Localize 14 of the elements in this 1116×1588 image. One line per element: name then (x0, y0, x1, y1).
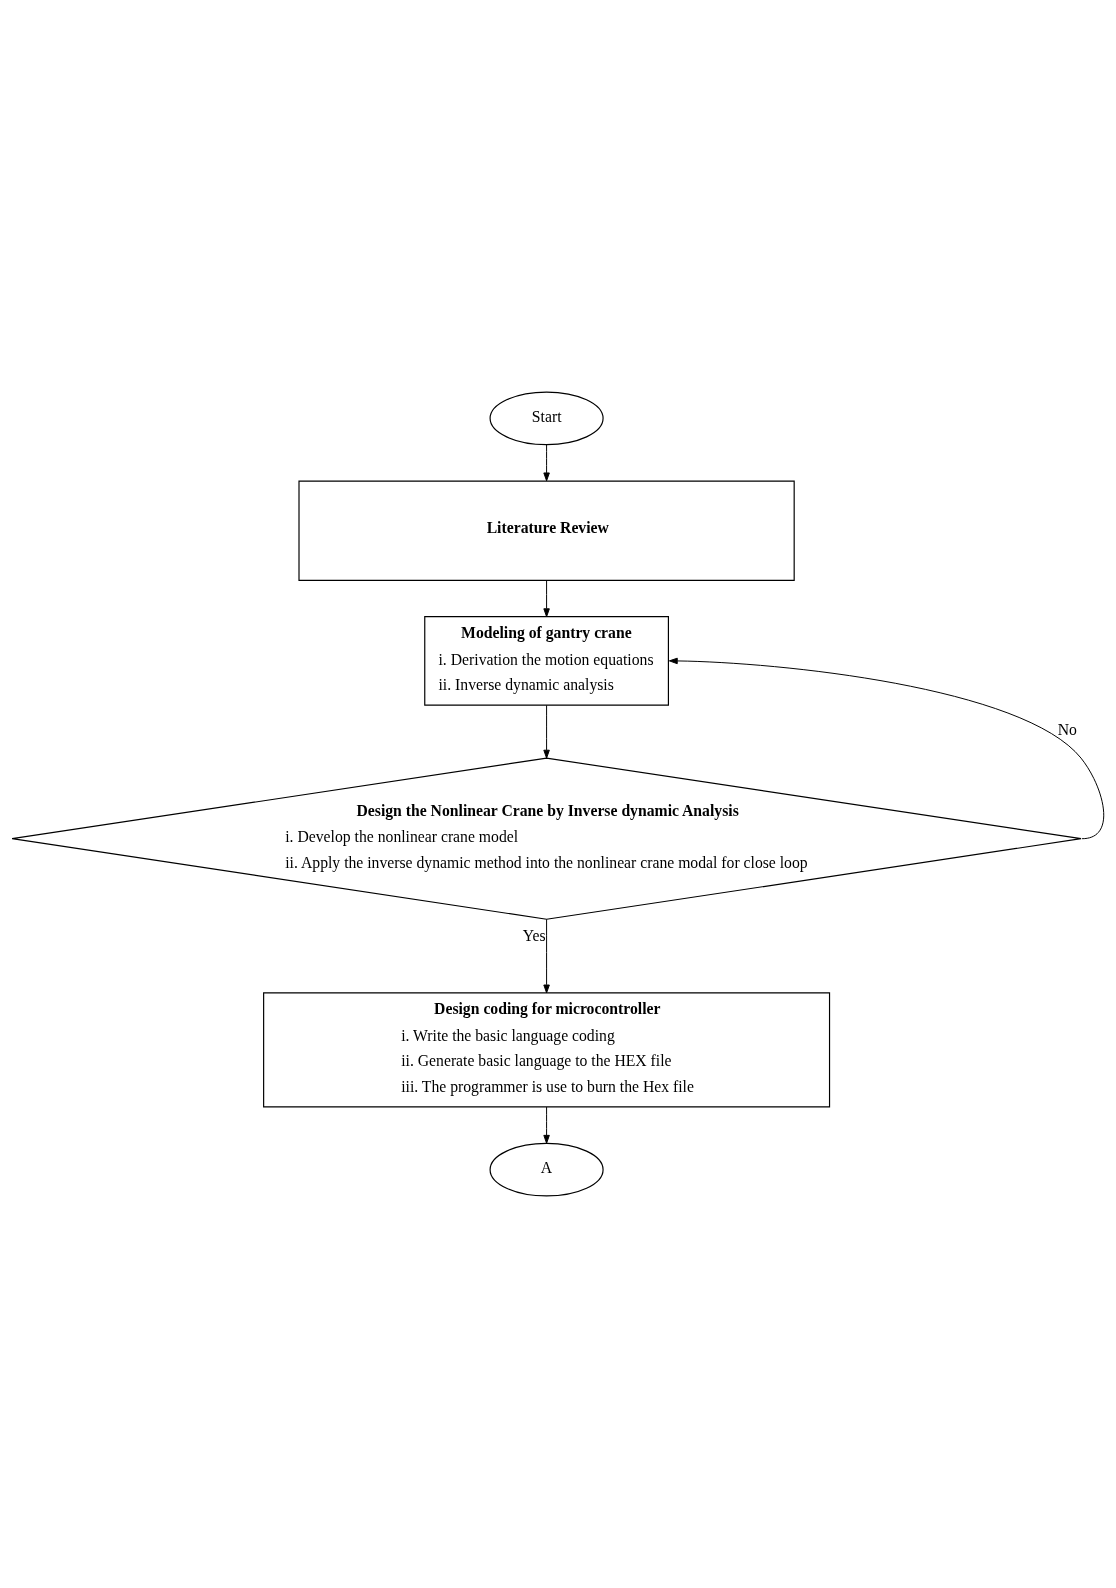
node-ellipse: Start (489, 391, 604, 446)
edge-label: No (1057, 721, 1077, 739)
node-ellipse: A (489, 1142, 604, 1197)
edge-label: Yes (522, 926, 546, 944)
arrow (543, 580, 550, 618)
node-box: Literature Review (298, 480, 795, 581)
arrow (543, 704, 550, 759)
node-box: Design coding for microcontroller i. Write the basic language coding ii. Generate basic language to the HEX file iii. The programmer is use to burn the Hex file (263, 992, 831, 1108)
arrow (543, 1106, 550, 1144)
node-diamond: Design the Nonlinear Crane by Inverse dynamic Analysis i. Develop the nonlinear crane model ii. Apply the inverse dynamic method into the nonlinear crane modal for close loop (11, 757, 1082, 920)
node-box: Modeling of gantry crane i. Derivation the motion equations ii. Inverse dynamic analysis (424, 616, 669, 706)
arrow (543, 918, 550, 994)
arrow (543, 444, 550, 482)
arrow (668, 657, 1105, 840)
